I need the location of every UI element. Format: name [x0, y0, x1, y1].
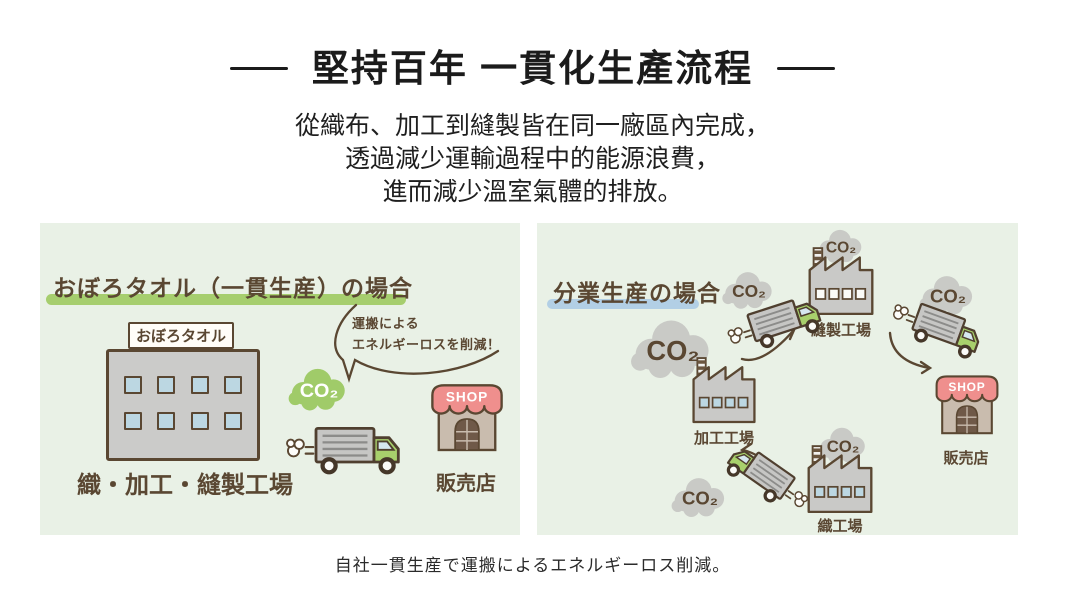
window-row: [109, 376, 257, 394]
title-dash-left: [229, 67, 288, 70]
right-panel-heading: 分業生産の場合: [553, 280, 721, 306]
page-title-row: 堅持百年 一貫化生產流程: [0, 50, 1065, 87]
integrated-factory-label: 織・加工・縫製工場: [77, 472, 293, 499]
factory-sewing-icon: [801, 245, 881, 317]
factory-weaving-label: 織工場: [817, 518, 863, 535]
factory-processing-label: 加工工場: [693, 430, 754, 447]
window: [157, 376, 176, 394]
factory-sewing-label: 縫製工場: [810, 322, 871, 339]
window: [223, 412, 242, 430]
title-dash-right: [777, 67, 836, 70]
speech-line-1: 運搬による: [352, 316, 420, 331]
co2-text: CO₂: [827, 437, 860, 456]
subtitle-line-1: 從織布、加工到縫製皆在同一廠區內完成，: [294, 112, 770, 140]
window: [223, 376, 242, 394]
left-panel-heading: おぼろタオル（一貫生産）の場合: [53, 275, 413, 301]
co2-text: CO₂: [682, 488, 718, 509]
speech-bubble-text: 運搬による エネルギーロスを削減！: [352, 313, 501, 355]
co2-cloud-gray-icon: CO₂: [669, 475, 731, 517]
window: [157, 412, 176, 430]
building-sign: おぼろタオル: [128, 322, 234, 349]
factory-weaving-icon: [800, 443, 880, 515]
shop-icon: SHOP: [426, 375, 508, 463]
subtitle-line-3: 進而減少溫室氣體的排放。: [382, 178, 683, 206]
co2-text: CO₂: [300, 380, 339, 402]
panel-divided-production: 分業生産の場合 CO₂ CO₂ CO₂ CO₂ CO₂ CO₂: [537, 223, 1018, 535]
co2-text: CO₂: [732, 281, 766, 301]
bottom-caption: 自社一貫生産で運搬によるエネルギーロス削減。: [334, 556, 731, 575]
window-row: [109, 412, 257, 430]
truck-icon: [720, 285, 830, 362]
integrated-factory-building: [106, 349, 260, 461]
window: [190, 412, 209, 430]
co2-cloud-green-icon: CO₂: [286, 365, 352, 411]
co2-text: CO₂: [646, 335, 699, 366]
window: [124, 412, 143, 430]
truck-icon: [717, 432, 820, 523]
co2-cloud-gray-icon: CO₂: [720, 269, 778, 309]
speech-line-2: エネルギーロスを削減！: [352, 337, 501, 352]
window: [124, 376, 143, 394]
shop-sign-text: SHOP: [948, 380, 985, 394]
shop-label: 販売店: [436, 473, 496, 495]
co2-text: CO₂: [930, 286, 966, 307]
page-subtitle: 從織布、加工到縫製皆在同一廠區內完成， 透過減少運輸過程中的能源浪費， 進而減少…: [0, 110, 1065, 209]
heading-highlight-green: [46, 294, 406, 305]
heading-highlight-blue: [547, 299, 699, 309]
co2-cloud-gray-icon: CO₂: [815, 227, 867, 263]
shop-sign-text: SHOP: [446, 390, 488, 405]
page-title: 堅持百年 一貫化生產流程: [311, 48, 754, 89]
window: [190, 376, 209, 394]
subtitle-line-2: 透過減少運輸過程中的能源浪費，: [344, 145, 720, 173]
factory-processing-icon: [685, 355, 763, 425]
co2-cloud-gray-icon: CO₂: [627, 316, 719, 378]
co2-text: CO₂: [826, 239, 856, 256]
panel-integrated-production: おぼろタオル（一貫生産）の場合 おぼろタオル 織・加工・縫製工場 運搬による エ…: [40, 223, 520, 535]
shop-icon: SHOP: [931, 367, 1003, 445]
shop-label: 販売店: [943, 450, 989, 467]
truck-icon: [884, 288, 992, 366]
speech-bubble-curve-icon: [322, 303, 504, 391]
truck-icon: [284, 419, 406, 477]
